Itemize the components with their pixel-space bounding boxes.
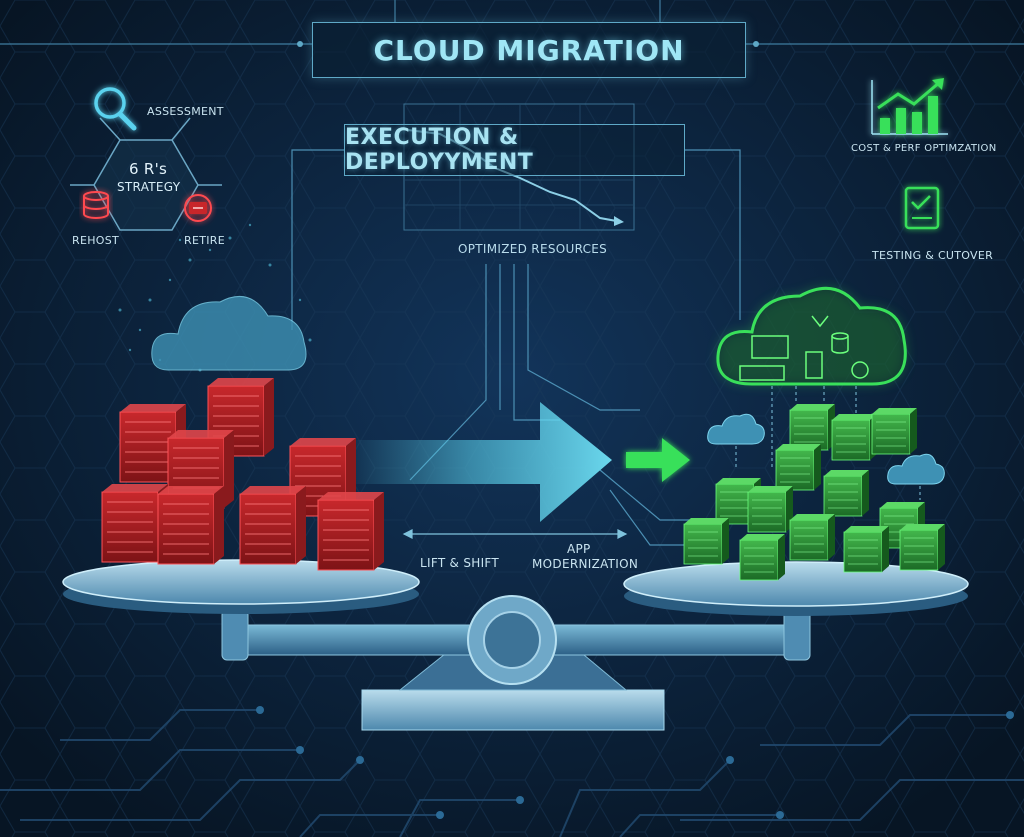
right-plate (623, 561, 969, 616)
strategy-hex-cluster (70, 117, 222, 231)
lift-shift-line (402, 529, 628, 539)
circuit-traces (0, 709, 1024, 837)
rehost-label: REHOST (72, 234, 120, 247)
execution-box: EXECUTION & DEPLOYYMENT (344, 124, 685, 176)
optimized-resources-label: OPTIMIZED RESOURCES (458, 242, 608, 256)
cloud-target-icon (716, 286, 907, 386)
strategy-center-label-line1: 6 R's (129, 160, 168, 178)
execution-title: EXECUTION & DEPLOYYMENT (345, 125, 534, 175)
app-modernization-label-line2: MODERNIZATION (532, 557, 639, 571)
cost-perf-label: COST & PERF OPTIMZATION (851, 143, 997, 154)
checklist-icon (904, 186, 940, 230)
growth-chart-icon (871, 78, 948, 135)
testing-cutover-label: TESTING & CUTOVER (872, 249, 994, 262)
legacy-cloud-icon (118, 223, 312, 372)
small-cloud-left (707, 413, 765, 445)
title-connector-lines (0, 0, 1024, 45)
retire-icon (184, 194, 212, 222)
lift-shift-label: LIFT & SHIFT (420, 556, 500, 570)
assessment-label: ASSESSMENT (147, 105, 224, 118)
execution-connector-lines (291, 149, 741, 546)
migration-arrow (356, 402, 690, 522)
strategy-center-label-line2: STRATEGY (117, 180, 181, 194)
left-plate (62, 559, 420, 614)
small-cloud-right (887, 453, 945, 485)
balance-scale (221, 595, 811, 731)
title-box: CLOUD MIGRATION (312, 22, 746, 78)
database-icon (83, 191, 109, 219)
page-title: CLOUD MIGRATION (373, 33, 685, 67)
circuit-nodes (256, 706, 1014, 819)
retire-label: RETIRE (184, 234, 225, 247)
magnifier-icon (94, 87, 137, 131)
app-modernization-label-line1: APP (567, 542, 591, 556)
